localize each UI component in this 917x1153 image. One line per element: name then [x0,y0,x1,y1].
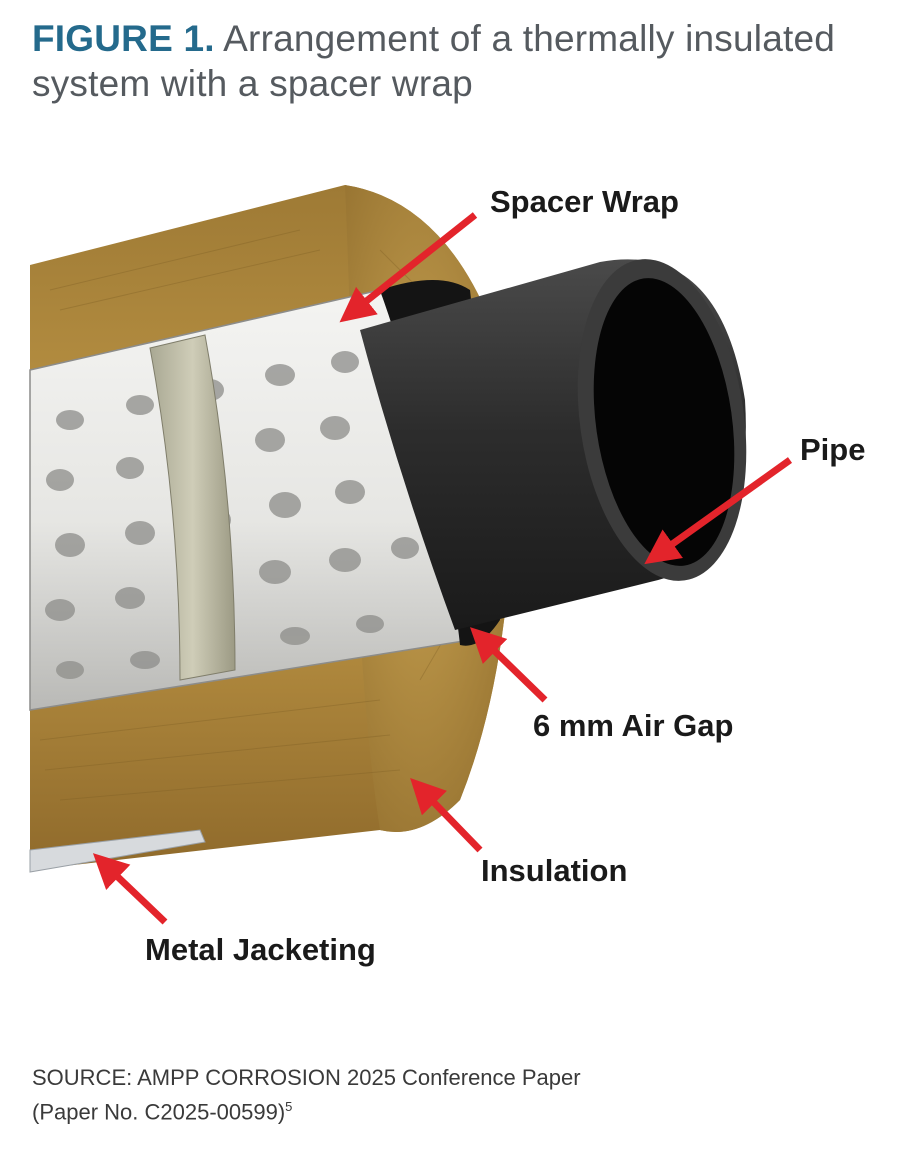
figure-label: FIGURE 1. [32,18,215,59]
arrow-spacer-wrap [339,212,478,323]
source-note: SOURCE: AMPP CORROSION 2025 Conference P… [32,1063,832,1126]
label-insulation: Insulation [481,853,628,888]
metal-jacketing [29,829,206,873]
source-line-2: (Paper No. C2025-00599) [32,1099,286,1125]
callout-arrows [92,212,793,925]
label-pipe: Pipe [800,432,866,467]
source-footnote: 5 [285,1099,293,1114]
figure-caption: FIGURE 1. Arrangement of a thermally ins… [32,16,892,106]
label-air-gap: 6 mm Air Gap [533,708,734,743]
arrow-metal-jacketing [92,853,168,925]
figure-title: Arrangement of a thermally insulated sys… [32,18,836,104]
spacer-wrap [29,289,472,711]
source-line-1: SOURCE: AMPP CORROSION 2025 Conference P… [32,1065,581,1090]
label-spacer-wrap: Spacer Wrap [490,184,679,219]
arrow-pipe [644,457,793,565]
label-metal-jacketing: Metal Jacketing [145,932,376,967]
spacer-band [149,334,236,681]
source-line-2-wrap: (Paper No. C2025-00599)5 [32,1092,832,1126]
arrow-insulation [410,777,483,853]
arrow-air-gap [469,627,548,703]
